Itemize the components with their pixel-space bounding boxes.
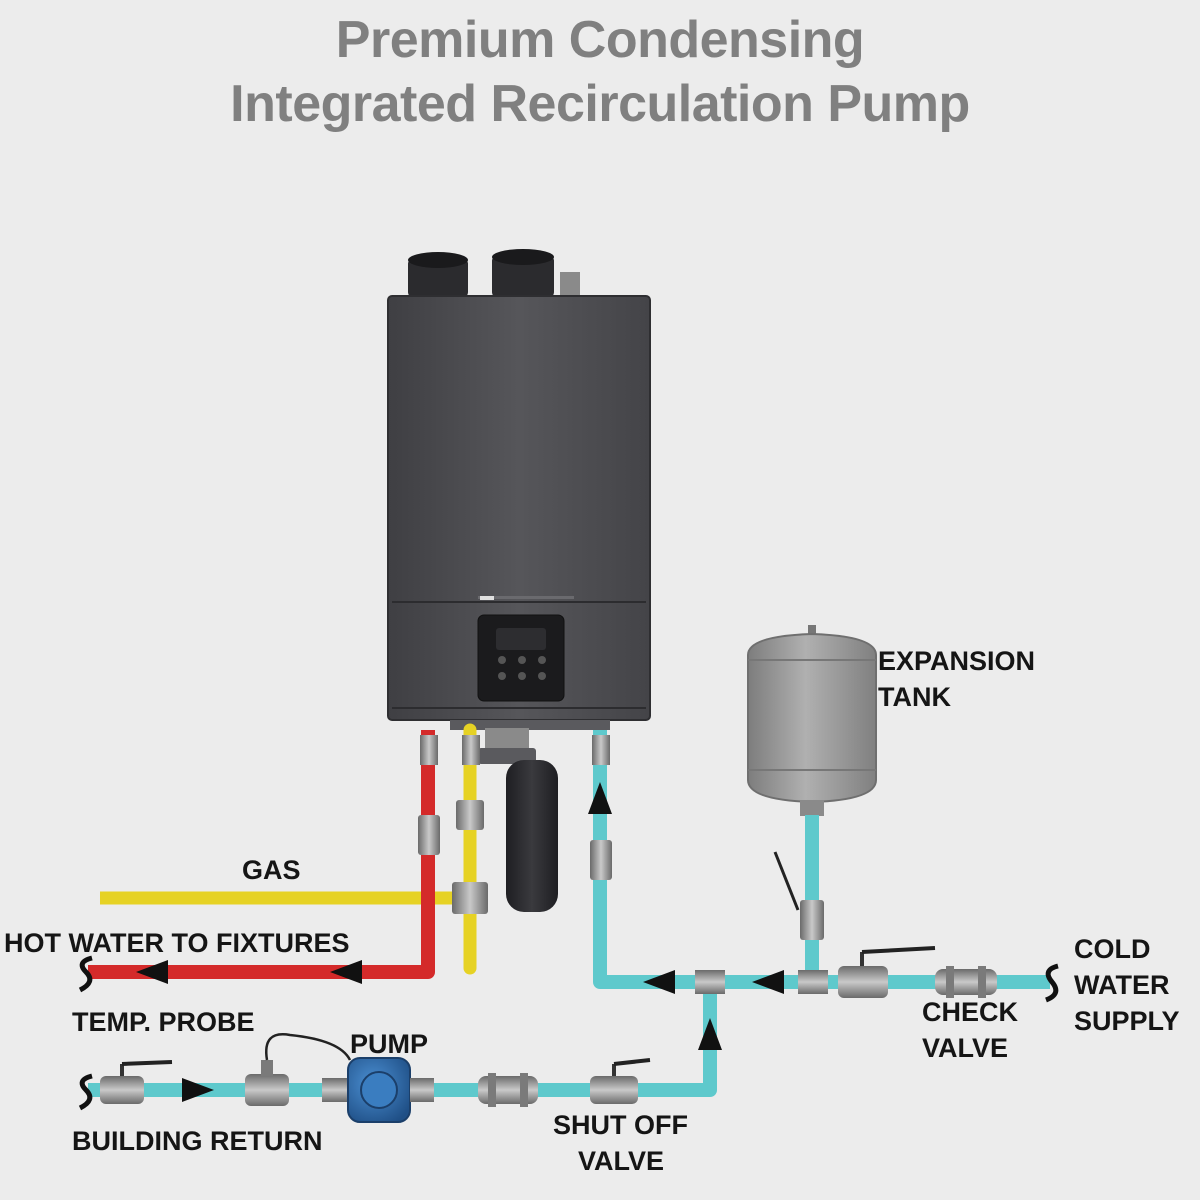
expansion-label-line-2: TANK [878, 682, 951, 712]
control-panel [477, 614, 565, 702]
filter-canister [478, 728, 558, 912]
cold-label-line-1: COLD [1074, 934, 1151, 964]
hot-water-label: HOT WATER TO FIXTURES [4, 928, 350, 958]
building-return-valve [100, 1060, 173, 1104]
hot-water-pipe [88, 730, 435, 979]
return-check-valve [478, 1073, 538, 1107]
title-line-2: Integrated Recirculation Pump [230, 75, 970, 133]
temp-probe-label: TEMP. PROBE [72, 1007, 255, 1037]
fittings [418, 735, 828, 994]
check-valve-label-line-2: VALVE [922, 1033, 1008, 1063]
cold-label-line-3: SUPPLY [1074, 1006, 1180, 1036]
diagram-title: Premium Condensing Integrated Recirculat… [0, 8, 1200, 136]
gas-pipe [100, 723, 477, 975]
pump-label: PUMP [350, 1029, 428, 1059]
water-heater [387, 249, 651, 912]
arrow-cold-1 [643, 970, 675, 994]
pipe-end-cold [1045, 963, 1059, 1003]
arrow-return-up [698, 1018, 722, 1050]
shut-off-label-line-1: SHUT OFF [553, 1110, 688, 1140]
temp-probe-wire [265, 1033, 352, 1061]
pipe-end-return [78, 1073, 93, 1111]
check-valve [935, 966, 997, 998]
expansion-label-line-1: EXPANSION [878, 646, 1035, 676]
gas-label: GAS [242, 855, 301, 885]
temp-probe-fitting [245, 1033, 352, 1106]
cold-supply-ball-valve [838, 946, 936, 998]
arrow-return-1 [182, 1078, 214, 1102]
expansion-tank [747, 625, 877, 816]
cold-label-line-2: WATER [1074, 970, 1170, 1000]
brand-logo [480, 596, 494, 600]
recirculation-pump [347, 1057, 411, 1123]
title-line-1: Premium Condensing [335, 11, 865, 69]
shut-off-valve [590, 1058, 651, 1104]
building-return-label: BUILDING RETURN [72, 1126, 323, 1156]
arrow-hot-1 [136, 960, 168, 984]
arrow-cold-up [588, 782, 612, 814]
pipe-end-hot [78, 955, 93, 993]
arrow-hot-2 [330, 960, 362, 984]
flow-arrows [136, 782, 784, 1102]
vent-collars [408, 249, 580, 298]
check-valve-label-line-1: CHECK [922, 997, 1019, 1027]
shut-off-label-line-2: VALVE [578, 1146, 664, 1176]
arrow-cold-2 [752, 970, 784, 994]
